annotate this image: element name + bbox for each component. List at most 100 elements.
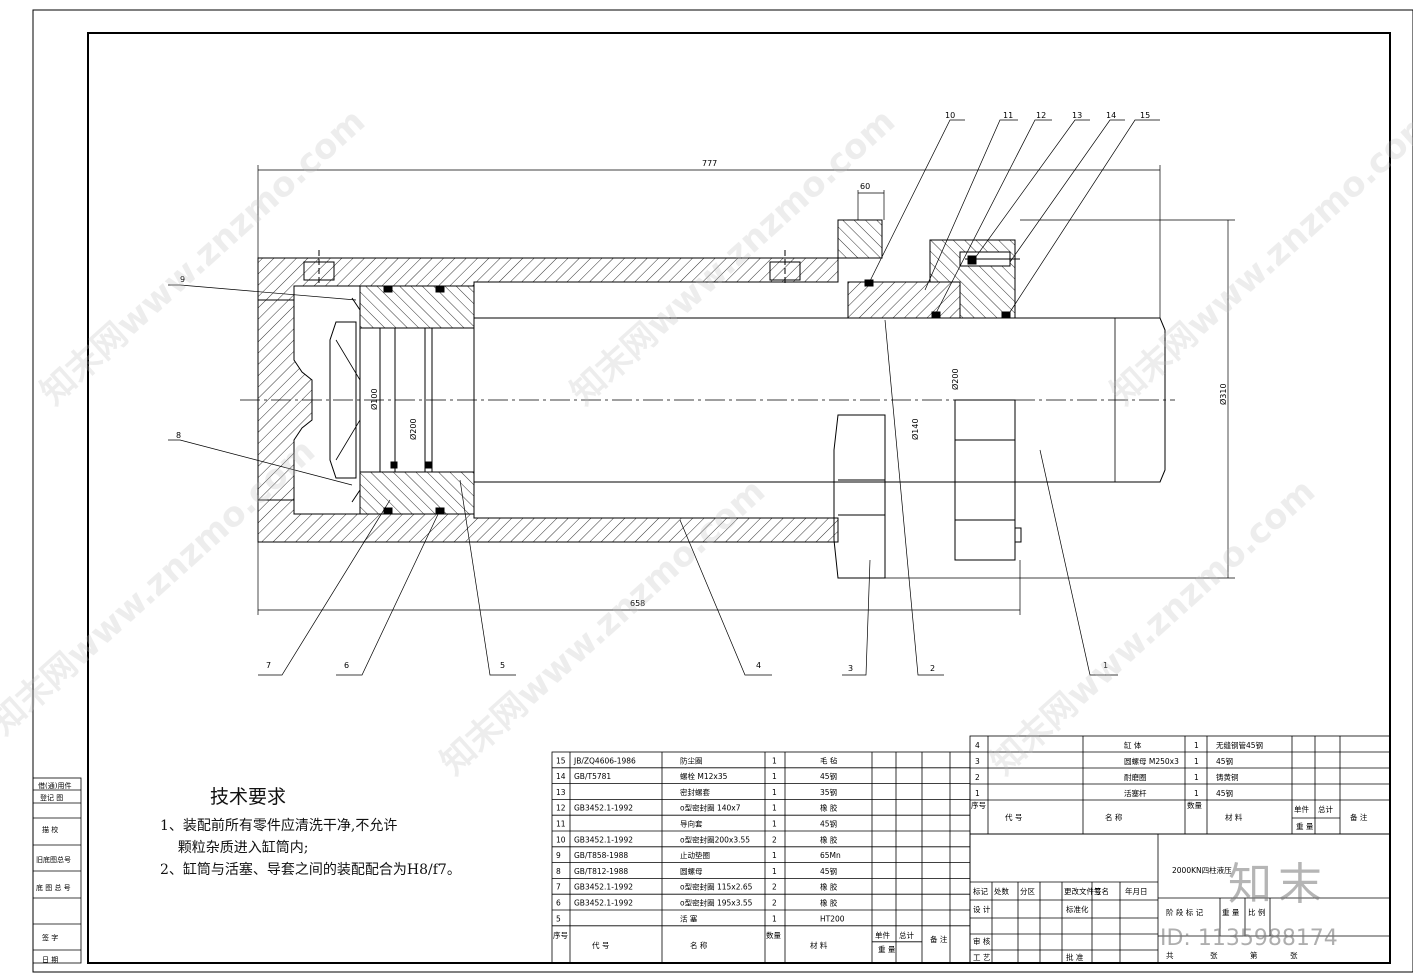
balloon-4: 4: [756, 661, 761, 670]
bom-header: 单件: [1294, 804, 1310, 814]
dimension-texts: 777 658 60 Ø310 Ø200 Ø100 Ø140 Ø200: [369, 159, 1228, 608]
bom-cell: o型密封圈 115x2.65: [680, 882, 753, 892]
bom-cell: JB/ZQ4606-1986: [573, 756, 636, 765]
bom-cell: 65Mn: [820, 851, 841, 860]
tech-line-1: 1、装配前所有零件应清洗干净,不允许: [160, 818, 398, 834]
strip-label: 登记 图: [40, 793, 63, 802]
strip-label: 日 期: [42, 956, 58, 964]
dim-stroke: 658: [630, 599, 645, 608]
bom-header: 名 称: [690, 940, 708, 950]
balloon-2: 2: [930, 664, 935, 673]
left-strip-labels: 借(通)用件 登记 图 描 校 旧底图总号 底 图 总 号 签 字 日 期: [36, 781, 71, 964]
bom-cell: 5: [556, 914, 561, 923]
tb-weight: 重 量: [1222, 908, 1240, 917]
dim-overall: 777: [702, 159, 717, 168]
nut-block: [837, 219, 883, 259]
bom-cell: 1: [772, 756, 777, 765]
balloon-1: 1: [1103, 661, 1108, 670]
bom-header: 总计: [899, 930, 914, 940]
bom-cell: 橡 胶: [820, 834, 838, 844]
tech-heading: 技术要求: [210, 786, 287, 808]
tb-mark: 标记: [973, 886, 988, 896]
tb-process: 工 艺: [973, 953, 990, 962]
title-block-text: 2000KN四柱液压 标记 处数 分区 更改文件号 签名 年月日 设 计 标准化…: [973, 865, 1298, 962]
bom-cell: 防尘圈: [680, 755, 703, 765]
bom-cell: 10: [556, 835, 566, 844]
dim-rod: Ø140: [910, 418, 920, 440]
bom-cell: 6: [556, 899, 561, 908]
tb-design: 设 计: [973, 904, 991, 914]
tb-scale: 比 例: [1248, 907, 1265, 917]
bom-cell: GB3452.1-1992: [574, 899, 633, 908]
bom-cell: 3: [975, 757, 980, 766]
bom-header: 单件: [875, 930, 890, 940]
bom-cell: 止动垫圈: [680, 850, 710, 860]
bom-cell: 1: [772, 772, 777, 781]
bom-cell: 橡 胶: [820, 882, 838, 892]
balloon-5: 5: [500, 661, 505, 670]
strip-label: 描 校: [42, 825, 58, 834]
bom-cell: 耐磨圈: [1124, 772, 1147, 782]
bom-cell: 15: [556, 756, 566, 765]
bom-header: 代 号: [592, 940, 609, 950]
bom-cell: 7: [556, 883, 561, 892]
bom-cell: GB/T812-1988: [574, 867, 628, 876]
bom-cell: 2: [772, 899, 777, 908]
bom-cell: 8: [556, 867, 561, 876]
tb-count: 处数: [994, 886, 1009, 896]
tb-sheet1: 张: [1210, 951, 1218, 960]
tech-line-3: 2、缸筒与活塞、导套之间的装配配合为H8/f7。: [160, 862, 461, 878]
bom-cell: 活 塞: [680, 913, 698, 923]
bom-header: 重 量: [878, 945, 896, 954]
bom-cell: 橡 胶: [820, 898, 838, 908]
bom-header: 备 注: [1350, 812, 1368, 822]
bom-cell: 1: [772, 820, 777, 829]
piston-upper: [359, 285, 475, 329]
tb-stage: 阶 段 标 记: [1166, 907, 1204, 917]
balloon-7: 7: [266, 661, 271, 670]
balloon-8: 8: [176, 431, 181, 440]
bom-cell: 活塞杆: [1124, 788, 1147, 798]
bom-cell: 1: [1194, 789, 1199, 798]
bom-cell: 铸黄铜: [1216, 772, 1239, 782]
bom-cell: 1: [1194, 773, 1199, 782]
bom-cell: 圆螺母 M250x3: [1124, 756, 1179, 766]
outer-border: [32, 9, 1413, 973]
bom-cell: 35钢: [820, 787, 837, 797]
bom-cell: 13: [556, 788, 566, 797]
balloon-3: 3: [848, 664, 853, 673]
balloon-15: 15: [1140, 111, 1150, 120]
piston-lower: [359, 471, 475, 515]
bom-cell: 1: [772, 914, 777, 923]
technical-requirements: 技术要求 1、装配前所有零件应清洗干净,不允许 颗粒杂质进入缸筒内; 2、缸筒与…: [160, 782, 461, 881]
bom-cell: 45钢: [820, 866, 837, 876]
strip-label: 借(通)用件: [38, 781, 71, 790]
bom-header: 代 号: [1005, 812, 1022, 822]
bom-cell: 无缝钢管45钢: [1216, 740, 1263, 750]
round-nut: [329, 321, 357, 479]
bom-cell: 4: [975, 741, 980, 750]
title-block-grid: [969, 833, 1391, 964]
tb-zone: 分区: [1020, 887, 1036, 896]
bom-header: 备 注: [930, 934, 948, 944]
bom-cell: GB/T858-1988: [574, 851, 628, 860]
rod-nut: [833, 414, 886, 579]
bom-cell: 45钢: [1216, 788, 1233, 798]
bom-header: 序号: [553, 930, 568, 940]
strip-label: 签 字: [42, 933, 58, 942]
guide-sleeve: [847, 281, 961, 319]
bom-cell: o型密封圈200x3.55: [680, 834, 750, 844]
cylinder-drawing: [240, 219, 1175, 579]
bom-cell: 2: [975, 773, 980, 782]
tb-sign: 签名: [1094, 886, 1109, 896]
tb-no: 第: [1250, 950, 1258, 960]
bom-header: 材 料: [1225, 812, 1243, 822]
bom-cell: 45钢: [820, 819, 837, 829]
dim-200c: Ø200: [950, 368, 960, 390]
bom-header: 总计: [1318, 804, 1334, 814]
dim-piston: Ø200: [408, 418, 418, 440]
bom-cell: GB3452.1-1992: [574, 835, 633, 844]
dim-outer: Ø310: [1218, 383, 1228, 405]
